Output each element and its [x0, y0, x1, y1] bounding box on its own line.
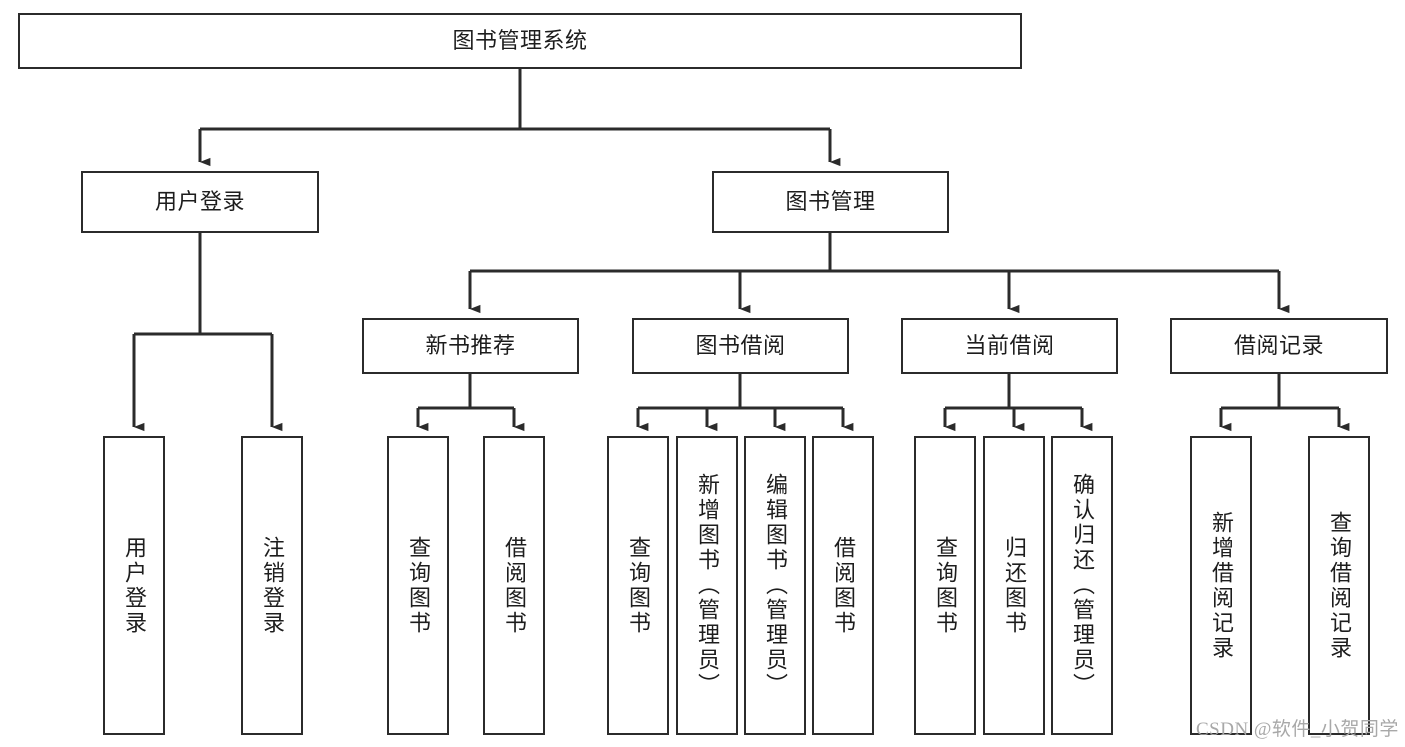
connector-group-root	[198, 69, 841, 167]
node-book-management-label: 图书管理	[785, 189, 876, 215]
node-borrow-record-label: 借阅记录	[1233, 333, 1324, 359]
leaf-add-borrow-record[interactable]: 新增借阅记录	[1190, 436, 1252, 735]
leaf-query-borrow-record[interactable]: 查询借阅记录	[1308, 436, 1370, 735]
leaf-confirm-return-admin-label: 确认归还（管理员）	[1070, 473, 1095, 698]
leaf-query-borrow-record-label: 查询借阅记录	[1327, 510, 1352, 661]
leaf-return-book-label: 归还图书	[1002, 535, 1027, 636]
leaf-user-login[interactable]: 用户登录	[103, 436, 165, 735]
node-book-management[interactable]: 图书管理	[712, 171, 949, 233]
leaf-edit-book-admin[interactable]: 编辑图书（管理员）	[744, 436, 806, 735]
leaf-logout[interactable]: 注销登录	[241, 436, 303, 735]
leaf-borrow-book-label: 借阅图书	[831, 535, 856, 636]
leaf-add-book-admin[interactable]: 新增图书（管理员）	[676, 436, 738, 735]
node-book-borrow[interactable]: 图书借阅	[632, 318, 849, 374]
leaf-query-book[interactable]: 查询图书	[607, 436, 669, 735]
leaf-logout-label: 注销登录	[260, 535, 285, 636]
node-new-book-recommend-label: 新书推荐	[425, 333, 516, 359]
connector-group-book-management	[468, 233, 1290, 314]
leaf-user-login-label: 用户登录	[122, 535, 147, 636]
node-root[interactable]: 图书管理系统	[18, 13, 1022, 69]
node-current-borrow-label: 当前借阅	[964, 333, 1055, 359]
leaf-query-book-current[interactable]: 查询图书	[914, 436, 976, 735]
node-root-label: 图书管理系统	[452, 28, 588, 54]
leaf-return-book[interactable]: 归还图书	[983, 436, 1045, 735]
node-user-login[interactable]: 用户登录	[81, 171, 319, 233]
leaf-borrow-book-recommend[interactable]: 借阅图书	[483, 436, 545, 735]
connector-group-current-borrow	[943, 374, 1093, 432]
leaf-query-book-recommend-label: 查询图书	[406, 535, 431, 636]
node-borrow-record[interactable]: 借阅记录	[1170, 318, 1388, 374]
connector-group-borrow-record	[1219, 374, 1350, 432]
node-new-book-recommend[interactable]: 新书推荐	[362, 318, 579, 374]
leaf-borrow-book-recommend-label: 借阅图书	[502, 535, 527, 636]
leaf-query-book-current-label: 查询图书	[933, 535, 958, 636]
leaf-query-book-label: 查询图书	[626, 535, 651, 636]
leaf-edit-book-admin-label: 编辑图书（管理员）	[763, 473, 788, 698]
csdn-watermark: CSDN @软件_小贺同学	[1196, 719, 1399, 740]
connector-group-book-borrow	[636, 374, 854, 432]
leaf-confirm-return-admin[interactable]: 确认归还（管理员）	[1051, 436, 1113, 735]
node-user-login-label: 用户登录	[154, 189, 245, 215]
node-book-borrow-label: 图书借阅	[695, 333, 786, 359]
leaf-borrow-book[interactable]: 借阅图书	[812, 436, 874, 735]
connector-group-new-book-recommend	[416, 374, 525, 432]
leaf-add-book-admin-label: 新增图书（管理员）	[695, 473, 720, 698]
leaf-add-borrow-record-label: 新增借阅记录	[1209, 510, 1234, 661]
node-current-borrow[interactable]: 当前借阅	[901, 318, 1118, 374]
connector-group-user-login	[132, 233, 283, 432]
leaf-query-book-recommend[interactable]: 查询图书	[387, 436, 449, 735]
